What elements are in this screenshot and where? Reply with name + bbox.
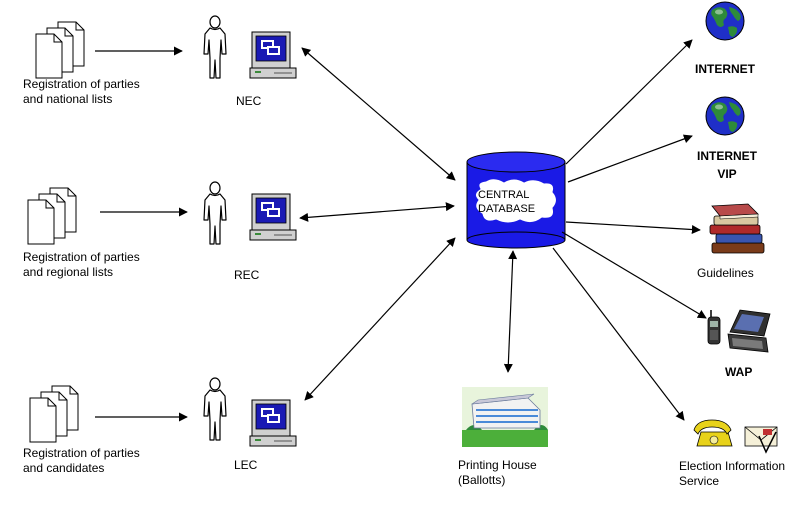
office-label-rec: REC xyxy=(234,268,260,282)
globe-icon xyxy=(705,1,745,41)
books-icon xyxy=(709,203,765,254)
internet-label: INTERNET xyxy=(695,62,755,76)
internet-vip-label: INTERNET VIP xyxy=(697,149,757,181)
envelope-icon xyxy=(744,426,778,454)
mobile-phone-icon xyxy=(707,310,721,345)
computer-icon xyxy=(249,31,297,79)
arrow-database-wap xyxy=(561,231,707,319)
building-icon xyxy=(462,387,548,447)
source-label-candidates: Registration of parties and candidates xyxy=(23,446,140,475)
document-stack-icon xyxy=(29,385,79,443)
computer-icon xyxy=(249,193,297,241)
arrow-database-internet xyxy=(565,39,693,165)
arrow-database-guidelines xyxy=(565,221,701,235)
database-label: CENTRAL DATABASE xyxy=(478,189,536,215)
office-label-nec: NEC xyxy=(236,94,262,108)
eis-label: Election Information Service xyxy=(679,459,786,488)
telephone-icon xyxy=(693,419,733,447)
document-stack-icon xyxy=(35,21,85,79)
arrow-database-printing xyxy=(503,250,518,373)
office-label-lec: LEC xyxy=(234,458,258,472)
arrow-database-eis xyxy=(552,247,685,421)
pda-icon xyxy=(727,309,771,353)
arrow-database-internet-vip xyxy=(567,134,693,183)
arrow-nec-database xyxy=(301,47,456,181)
arrow-lec-database xyxy=(304,237,456,401)
person-icon xyxy=(203,15,227,79)
computer-icon xyxy=(249,399,297,447)
source-label-regional: Registration of parties and regional lis… xyxy=(23,250,140,279)
wap-label: WAP xyxy=(725,365,753,379)
person-icon xyxy=(203,377,227,441)
guidelines-label: Guidelines xyxy=(697,266,754,280)
source-label-national: Registration of parties and national lis… xyxy=(23,77,140,106)
globe-icon xyxy=(705,96,745,136)
arrow-rec-database xyxy=(299,202,455,222)
database-icon xyxy=(466,151,566,249)
document-stack-icon xyxy=(27,187,77,245)
printing-house-label: Printing House (Ballotts) xyxy=(458,458,537,487)
person-icon xyxy=(203,181,227,245)
